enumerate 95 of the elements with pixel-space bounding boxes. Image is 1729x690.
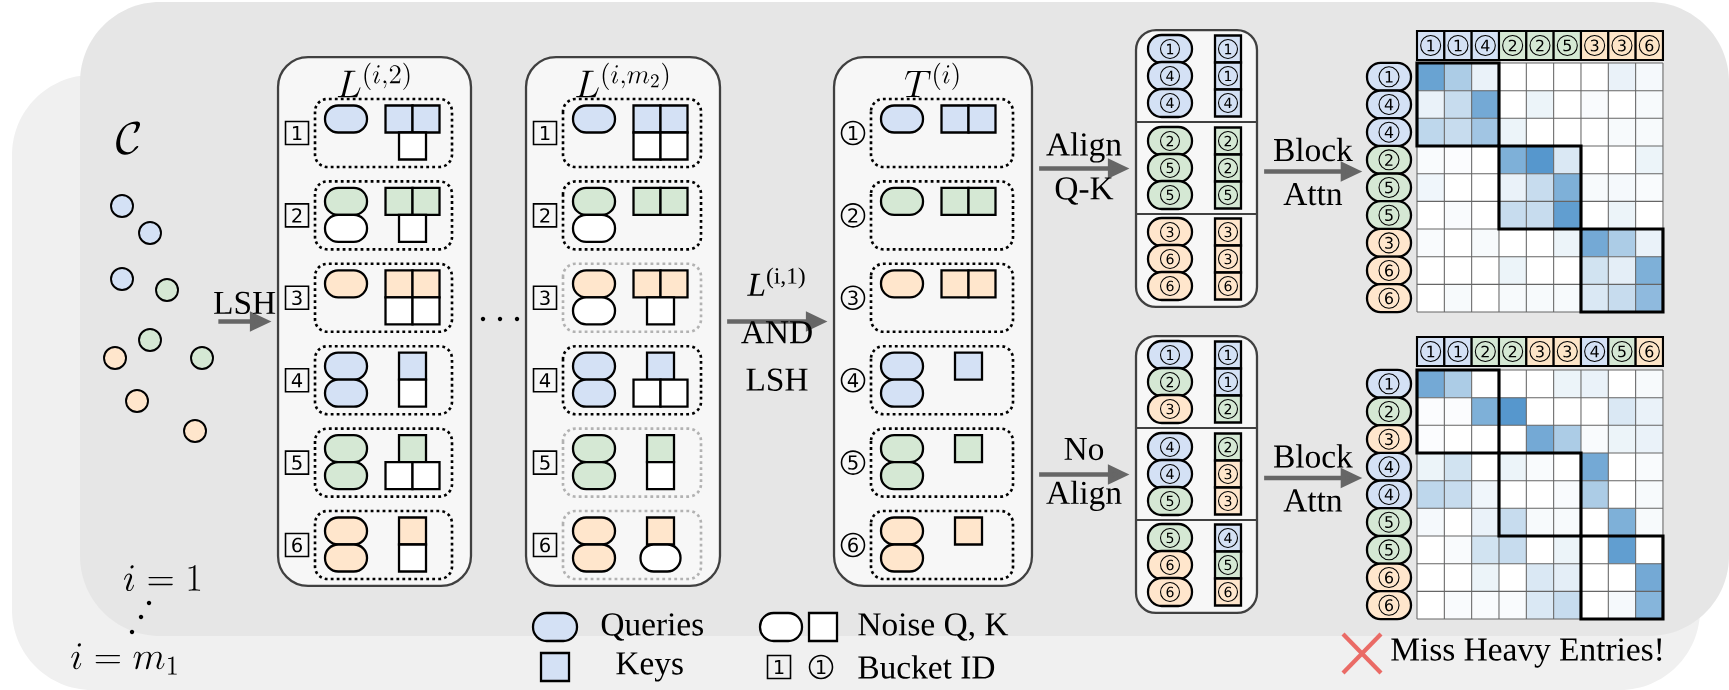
row-header: 4 [1365,117,1413,148]
panel-title: $L^{(i,2)}$ [337,62,410,98]
column-header: 3 [1579,29,1610,62]
bucket-id: 3 [840,285,866,311]
bucket-id: 5 [840,450,866,475]
column-header: 3 [1525,335,1555,368]
row-header: 3 [1365,227,1413,258]
key-token: 2 [1213,394,1243,424]
query-token: 5 [1146,179,1194,211]
index-label: $i = 1$ [124,565,201,592]
row-header: 6 [1365,283,1413,314]
legend-label: Bucket ID [858,655,995,679]
row-header: 5 [1365,534,1413,565]
bucket-id: 1 [284,120,310,146]
key-token: 2 [1213,432,1243,462]
panel-title: $L^{(i,m_2)}$ [576,62,669,98]
legend-label: Noise Q, K [858,613,1009,641]
key-token: 2 [1213,126,1243,156]
edge-label: LSH [214,291,276,315]
row-header: 5 [1365,172,1413,203]
panel-title: $T^{(i)}$ [904,62,959,98]
key-token: 3 [1213,244,1243,274]
column-header: 1 [1415,29,1446,62]
key-token: 2 [1213,153,1243,183]
column-header: 1 [1443,29,1473,62]
bucket-id: 6 [840,532,866,558]
row-header: 6 [1365,562,1413,593]
edge-label: No Align [1046,438,1122,511]
bucket-id: 4 [532,367,558,393]
query-token: 6 [1146,270,1194,302]
bucket-id: 1 [766,654,792,680]
row-header: 1 [1365,61,1413,92]
bucket-id: 1 [840,120,866,146]
edge-label: Block Attn [1274,444,1353,512]
column-header: 6 [1634,335,1664,368]
row-header: 5 [1365,200,1413,231]
bucket-id: 2 [840,203,866,228]
legend-label: Queries [601,613,703,641]
index-label: $i = m_1$ [71,643,177,675]
column-header: 3 [1552,335,1583,368]
column-header: 4 [1579,335,1610,368]
key-token: 4 [1213,88,1243,118]
row-header: 1 [1365,368,1413,399]
bucket-id: 1 [532,120,558,146]
query-token: 4 [1146,87,1194,119]
column-header: 2 [1497,335,1528,368]
column-header: 1 [1443,335,1473,368]
key-token: 3 [1213,217,1243,247]
row-header: 6 [1365,590,1413,621]
row-header: 5 [1365,507,1413,538]
row-header: 4 [1365,479,1413,510]
key-token: 5 [1213,550,1243,580]
column-header: 4 [1470,29,1501,62]
row-header: 4 [1365,451,1413,482]
bucket-id: 3 [532,285,558,311]
bucket-id: 2 [532,203,558,228]
column-header: 2 [1497,29,1528,62]
key-token: 1 [1213,340,1243,370]
column-header: 6 [1634,29,1664,62]
bucket-id: 3 [284,285,310,311]
bucket-id: 5 [284,450,310,475]
column-header: 5 [1607,335,1637,368]
column-header: 3 [1607,29,1637,62]
row-header: 6 [1365,255,1413,286]
row-header: 3 [1365,424,1413,455]
column-header: 2 [1525,29,1555,62]
query-token: 5 [1146,522,1194,554]
set-symbol: $\mathcal{C}$ [116,121,141,155]
bucket-id: 4 [284,367,310,393]
edge-label: Align Q-K [1046,132,1122,205]
edge-label: L$^{(i,1)}$ AND LSH [741,267,812,391]
column-header: 5 [1552,29,1583,62]
row-header: 2 [1365,396,1413,427]
key-token: 1 [1213,367,1243,397]
key-token: 6 [1213,577,1243,607]
bucket-id: 1 [808,654,834,680]
key-token: 1 [1213,61,1243,91]
key-token: 5 [1213,180,1243,210]
column-header: 2 [1470,335,1501,368]
bucket-id: 5 [532,450,558,475]
bucket-id: 4 [840,367,866,393]
query-token: 6 [1146,576,1194,608]
key-token: 3 [1213,459,1243,489]
edge-label: Block Attn [1274,137,1353,206]
key-token: 6 [1213,271,1243,301]
row-header: 2 [1365,144,1413,175]
legend-label: Keys [616,652,683,682]
key-token: 1 [1213,34,1243,64]
bucket-id: 2 [284,203,310,228]
key-token: 4 [1213,523,1243,553]
key-token: 3 [1213,486,1243,516]
column-header: 1 [1415,335,1446,368]
bucket-id: 6 [532,532,558,558]
bucket-id: 6 [284,532,310,558]
row-header: 4 [1365,89,1413,120]
